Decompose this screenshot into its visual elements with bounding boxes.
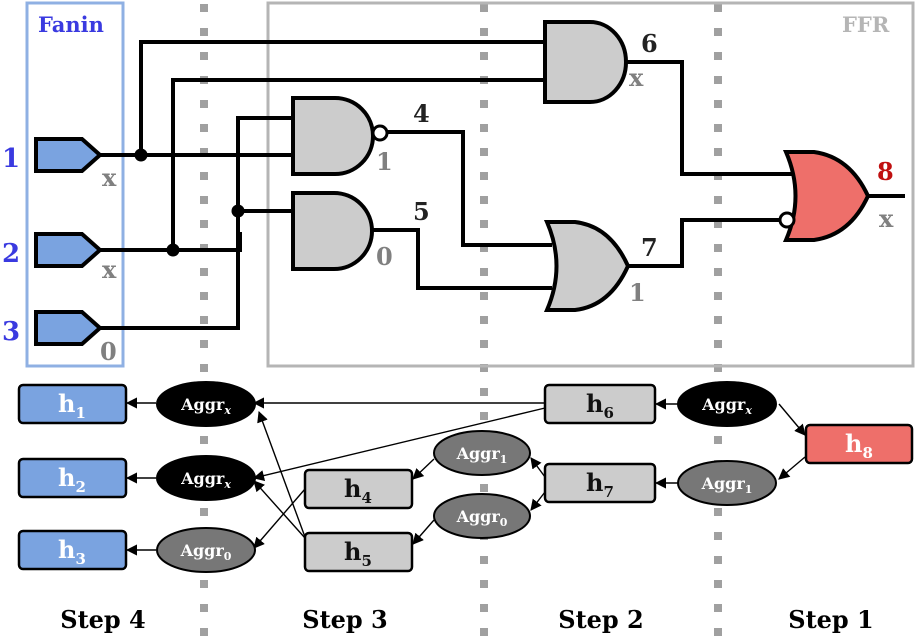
svg-text:Aggrx: Aggrx [701, 395, 752, 417]
gate-8-nor [782, 150, 871, 242]
svg-text:h2: h2 [58, 463, 86, 496]
gate-4-id: 4 [413, 99, 430, 128]
step-dividers [200, 4, 722, 640]
input-value-3: 0 [100, 337, 117, 366]
svg-text:h3: h3 [58, 535, 86, 568]
fanin-region [25, 1, 125, 368]
svg-text:h4: h4 [344, 474, 372, 507]
gate-5-value: 0 [376, 242, 393, 271]
step-label-4: Step 4 [60, 605, 146, 634]
svg-text:h8: h8 [845, 429, 873, 462]
input-pin-1 [34, 137, 104, 173]
gate-4-value: 1 [376, 147, 393, 176]
input-id-1: 1 [2, 144, 20, 174]
node-h1: h1 [17, 383, 128, 425]
step-label-1: Step 1 [788, 605, 874, 634]
aggr-node-step4-bot: Aggr0 [156, 527, 256, 573]
aggr-node-step2-bot: Aggr0 [433, 493, 531, 539]
svg-text:h1: h1 [58, 389, 86, 422]
aggr-node-step1-bot: Aggr1 [677, 460, 777, 506]
node-h6: h6 [543, 383, 657, 425]
gate-6-id: 6 [641, 29, 658, 58]
gate-4-inverter-bubble [371, 124, 389, 142]
gate-8-id: 8 [877, 157, 894, 186]
ffr-region [266, 1, 915, 368]
node-h4: h4 [303, 468, 414, 510]
gate-7-id: 7 [641, 233, 658, 262]
svg-text:Aggr0: Aggr0 [456, 507, 508, 529]
input-id-2: 2 [2, 239, 20, 269]
node-h7: h7 [543, 462, 657, 504]
node-h5: h5 [303, 531, 414, 573]
node-h8: h8 [804, 423, 914, 465]
node-h2: h2 [17, 457, 128, 499]
svg-text:Aggrx: Aggrx [180, 469, 231, 491]
aggr-node-step2-top: Aggr1 [433, 430, 531, 476]
svg-text:Aggrx: Aggrx [180, 395, 231, 417]
junction-dot [231, 204, 245, 218]
svg-text:h7: h7 [586, 468, 614, 501]
aggr-node-step4-top: Aggrx [156, 381, 256, 427]
aggr-node-step1-top: Aggrx [677, 381, 777, 427]
svg-text:Aggr1: Aggr1 [701, 474, 753, 496]
gate-7-or [543, 220, 631, 312]
svg-text:h5: h5 [344, 537, 372, 570]
svg-text:Aggr0: Aggr0 [180, 541, 232, 563]
graph-edges [125, 397, 806, 556]
junction-dot [134, 148, 148, 162]
step-label-2: Step 2 [558, 605, 644, 634]
svg-text:h6: h6 [586, 389, 614, 422]
input-pin-2 [34, 232, 104, 268]
svg-text:Aggr1: Aggr1 [456, 444, 508, 466]
gate-6-and [543, 20, 628, 104]
gate-6-value: x [629, 63, 644, 92]
ffr-label: FFR [842, 12, 890, 37]
input-value-1: x [102, 163, 117, 192]
step-label-3: Step 3 [302, 605, 388, 634]
input-pin-3 [34, 310, 104, 346]
input-value-2: x [102, 255, 117, 284]
node-h3: h3 [17, 529, 128, 571]
gate-4-nand [291, 96, 375, 176]
aggr-node-step4-mid: Aggrx [156, 455, 256, 501]
gate-5-and [291, 191, 374, 271]
junction-dot [166, 243, 180, 257]
circuit-wires [100, 40, 905, 330]
gate-8-value: x [879, 204, 894, 233]
gate-8-inverter-bubble [778, 211, 796, 229]
gate-5-id: 5 [413, 197, 430, 226]
gate-7-value: 1 [629, 278, 646, 307]
fanin-label: Fanin [38, 12, 104, 37]
input-id-3: 3 [2, 317, 20, 347]
